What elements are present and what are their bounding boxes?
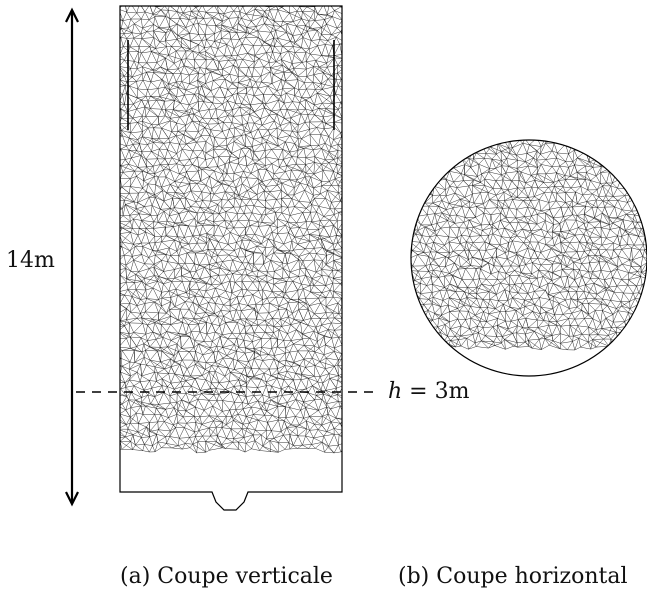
height-dimension-arrow xyxy=(65,7,79,507)
level-label: h = 3m xyxy=(388,381,469,403)
horizontal-section xyxy=(410,139,647,377)
horizontal-section-fill xyxy=(411,140,647,376)
height-arrowhead-top xyxy=(65,7,79,23)
vertical-section-outline xyxy=(119,5,343,511)
level-value: 3m xyxy=(434,379,470,404)
height-arrowhead-bottom xyxy=(65,491,79,507)
height-label: 14m xyxy=(6,248,55,273)
vertical-section xyxy=(119,5,343,511)
caption-horizontal-section: (b) Coupe horizontal xyxy=(398,564,628,589)
caption-vertical-section: (a) Coupe verticale xyxy=(120,564,333,589)
vertical-section-mesh xyxy=(120,6,342,454)
mesh-edges xyxy=(120,6,342,454)
level-variable: h xyxy=(388,379,403,404)
level-operator: = xyxy=(409,379,428,404)
horizontal-section-outline xyxy=(410,139,647,377)
